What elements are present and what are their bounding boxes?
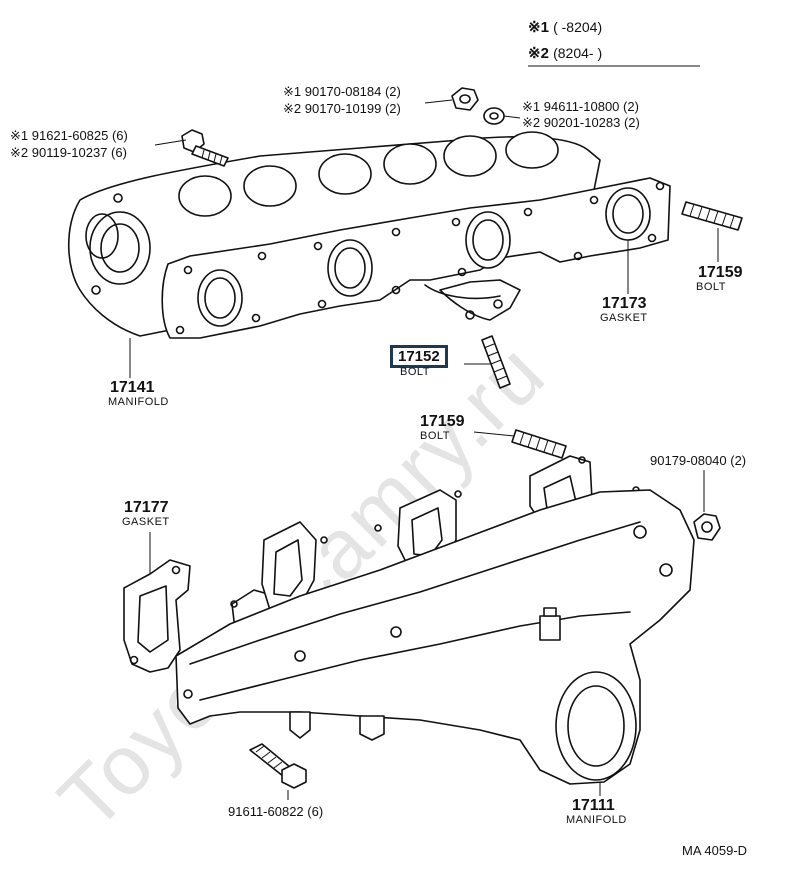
label-stud-right-no: 17159 [698, 264, 743, 281]
label-bolt-left-b: ※2 90119-10237 (6) [10, 145, 127, 160]
washer-top [483, 107, 505, 125]
label-lower-gasket-no: 17177 [124, 499, 169, 516]
label-lower-manifold-name: MANIFOLD [566, 814, 627, 826]
legend-mark-1: ※1 [528, 19, 549, 36]
label-stud-lower-name: BOLT [420, 430, 450, 442]
label-lower-manifold-no: 17111 [572, 797, 615, 814]
label-lower-gasket-name: GASKET [122, 516, 170, 528]
stud-lower [511, 429, 567, 459]
figure-code: MA 4059-D [682, 843, 748, 858]
nut-top [451, 87, 479, 111]
leader-washer [503, 115, 521, 119]
legend-row-1: ※1 ( -8204) [528, 20, 602, 35]
label-upper-manifold-name: MANIFOLD [108, 396, 169, 408]
label-stud-middle-name: BOLT [400, 366, 430, 378]
stud-middle [481, 335, 511, 389]
label-stud-middle-no: 17152 [390, 345, 448, 368]
label-upper-gasket-name: GASKET [600, 312, 648, 324]
leader-stud-lower [473, 431, 515, 437]
leader-bolt-left [154, 139, 187, 146]
legend-mark-2: ※2 [528, 45, 549, 62]
nut-right [693, 513, 721, 541]
label-stud-lower-no: 17159 [420, 413, 465, 430]
label-washer-b: ※2 90201-10283 (2) [522, 115, 640, 130]
bolt-left [181, 129, 229, 167]
label-bolt-left-a: ※1 91621-60825 (6) [10, 128, 128, 143]
lower-manifold-17111 [175, 489, 695, 785]
leader-nut-top [424, 99, 453, 104]
label-washer-a: ※1 94611-10800 (2) [522, 99, 639, 114]
legend-range-1: ( -8204) [553, 19, 603, 35]
stud-right-upper [681, 201, 743, 231]
label-stud-right-name: BOLT [696, 281, 726, 293]
label-bolt-bottom: 91611-60822 (6) [228, 804, 324, 819]
legend-row-2: ※2 (8204- ) [528, 46, 602, 61]
label-nut-top-b: ※2 90170-10199 (2) [283, 101, 401, 116]
upper-gasket-17173 [161, 177, 671, 339]
label-upper-gasket-no: 17173 [602, 295, 647, 312]
legend-range-2: (8204- ) [553, 45, 603, 61]
label-upper-manifold-no: 17141 [110, 379, 155, 396]
bolt-bottom [249, 743, 307, 789]
label-nut-top-a: ※1 90170-08184 (2) [283, 84, 401, 99]
label-nut-right: 90179-08040 (2) [650, 453, 747, 468]
